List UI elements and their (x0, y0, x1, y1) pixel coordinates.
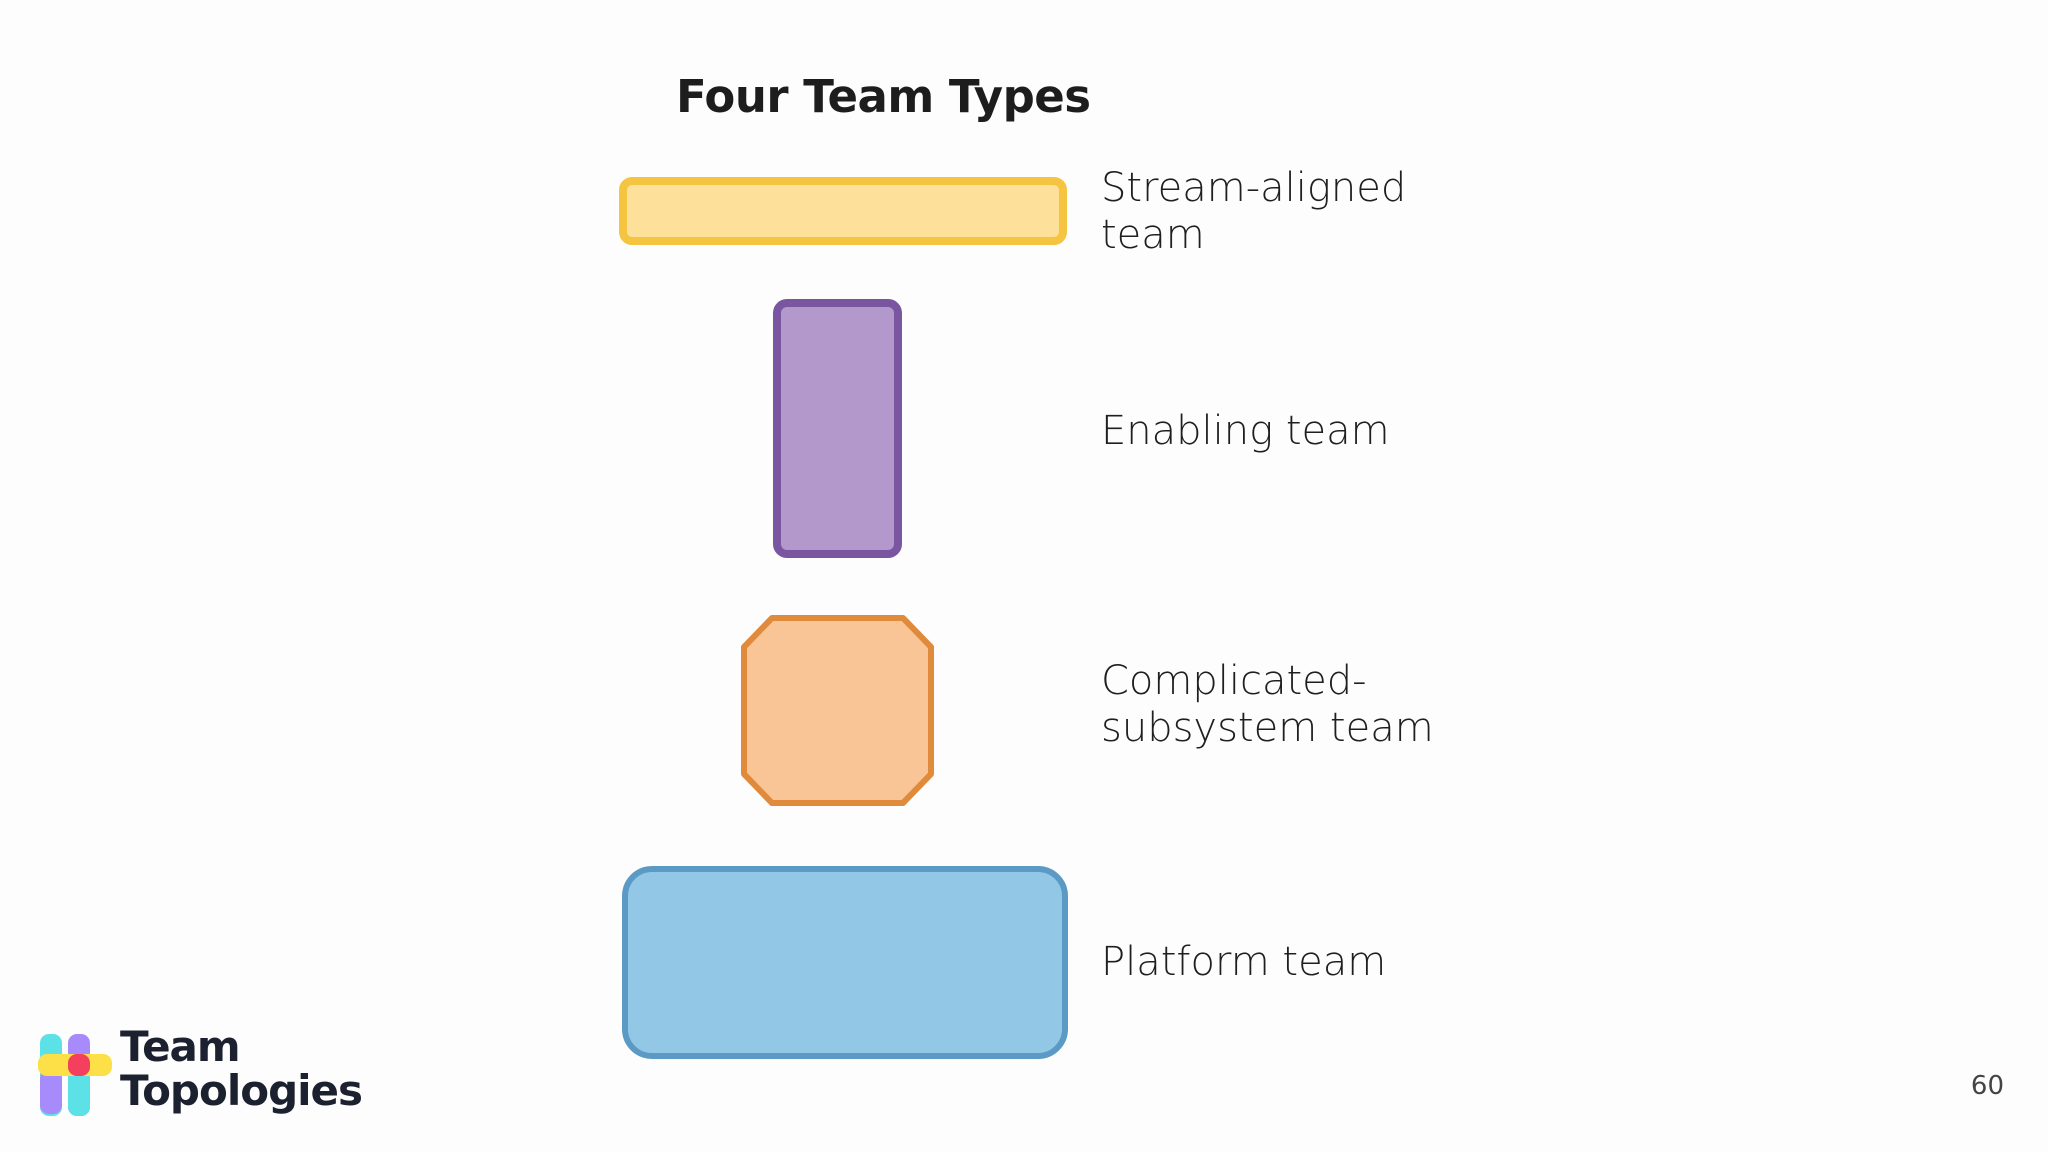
stream-aligned-team-label: Stream-aligned team (1101, 165, 1441, 259)
enabling-team-shape (773, 299, 902, 558)
logo-line2: Topologies (120, 1066, 363, 1115)
enabling-label-line1: Enabling team (1101, 408, 1390, 454)
platform-team-label: Platform team (1101, 939, 1441, 986)
team-topologies-logo: Team Topologies (38, 1025, 368, 1121)
stream-aligned-label-line1: Stream-aligned (1101, 165, 1407, 211)
complicated-subsystem-team-label: Complicated- subsystem team (1101, 658, 1441, 752)
enabling-team-label: Enabling team (1101, 408, 1441, 455)
team-topologies-logo-mark-icon (38, 1034, 112, 1116)
platform-label-line1: Platform team (1101, 939, 1387, 985)
platform-team-shape (622, 866, 1068, 1059)
complicated-label-line2: subsystem team (1101, 705, 1434, 751)
logo-wordmark: Team Topologies (120, 1022, 363, 1115)
slide-title: Four Team Types (676, 70, 1091, 123)
complicated-label-line1: Complicated- (1101, 658, 1367, 704)
logo-line1: Team (120, 1022, 241, 1071)
page-number: 60 (1970, 1071, 2004, 1101)
stream-aligned-team-shape (619, 177, 1067, 245)
complicated-subsystem-team-shape (741, 615, 934, 806)
stream-aligned-label-line2: team (1101, 212, 1205, 258)
